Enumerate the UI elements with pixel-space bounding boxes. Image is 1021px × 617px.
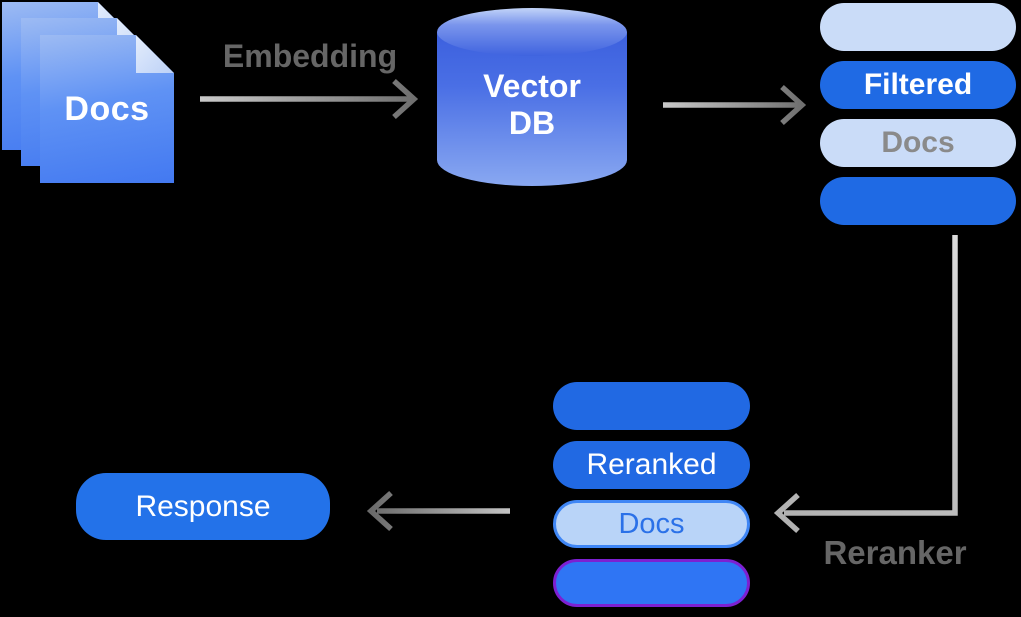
reranker-step-label: Reranker	[823, 534, 967, 571]
vector-db-label: Vector DB	[437, 68, 627, 142]
reranked-stack-pill-1	[553, 382, 750, 430]
page-fold-icon	[136, 35, 174, 73]
cylinder-body	[437, 32, 627, 186]
reranked-stack-pill-4	[553, 559, 750, 607]
vector-db-cylinder: Vector DB	[437, 8, 627, 186]
filtered-docs-stack: Filtered Docs	[820, 3, 1016, 225]
pill-label: Docs	[881, 126, 955, 159]
doc-page-icon: Docs	[40, 35, 174, 183]
source-docs-label: Docs	[64, 89, 150, 128]
pill-label: Filtered	[863, 68, 973, 101]
filtered-to-reranked-elbow-arrow	[773, 235, 958, 534]
response-node: Response	[76, 473, 330, 540]
vector-db-label-line1: Vector	[483, 68, 581, 104]
vectordb-to-filtered-arrow	[663, 84, 807, 126]
pill-label: Docs	[618, 507, 685, 540]
reranked-docs-stack: Reranked Docs	[553, 382, 750, 607]
reranked-stack-pill-3: Docs	[553, 500, 750, 548]
vector-db-label-line2: DB	[508, 104, 556, 141]
filtered-stack-pill-2: Filtered	[820, 61, 1016, 109]
response-label: Response	[135, 489, 271, 523]
embedding-step-label: Embedding	[222, 38, 398, 74]
filtered-stack-pill-4	[820, 177, 1016, 225]
cylinder-top-ellipse	[437, 8, 627, 56]
reranked-to-response-arrow	[366, 490, 510, 532]
reranked-stack-pill-2: Reranked	[553, 441, 750, 489]
pill-label: Reranked	[586, 448, 717, 481]
embedding-arrow	[200, 78, 419, 120]
filtered-stack-pill-1	[820, 3, 1016, 51]
filtered-stack-pill-3: Docs	[820, 119, 1016, 167]
source-docs-stack: Docs	[2, 2, 177, 187]
